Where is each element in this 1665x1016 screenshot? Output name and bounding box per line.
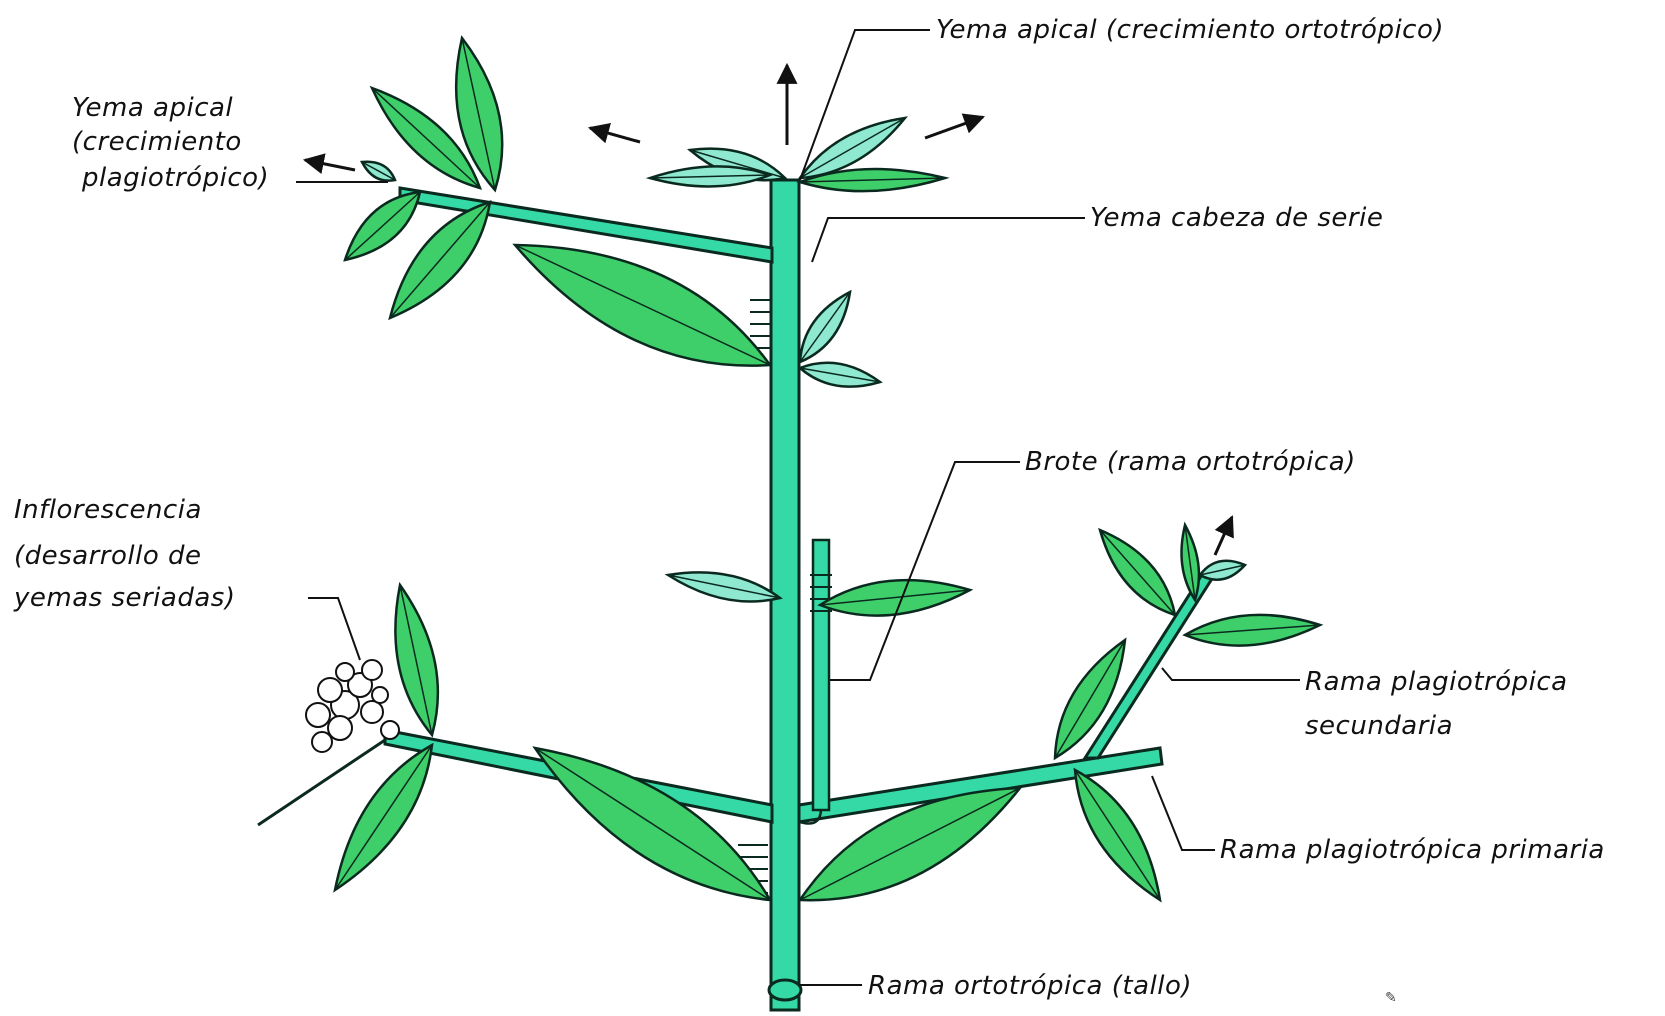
label-secondary-branch-line1: Rama plagiotrópica	[1305, 666, 1568, 698]
leaf-vein	[335, 745, 432, 890]
label-secondary-branch-line2: secundaria	[1305, 710, 1453, 742]
artist-signature: ✎	[1385, 990, 1397, 1006]
leaf-vein	[345, 192, 420, 260]
leaf-vein	[1075, 770, 1160, 900]
label-shoot: Brote (rama ortotrópica)	[1025, 446, 1356, 478]
label-inflorescence-line3: yemas seriadas)	[14, 582, 235, 614]
label-orthotropic-stem: Rama ortotrópica (tallo)	[868, 970, 1192, 1002]
label-inflorescence-line1: Inflorescencia	[14, 494, 202, 526]
label-apical-bud-orthotropic: Yema apical (crecimiento ortotrópico)	[936, 14, 1444, 46]
leaf-vein	[515, 245, 770, 365]
orthotropic-shoot	[800, 540, 829, 824]
leaf-vein	[1055, 640, 1125, 758]
label-series-head-bud: Yema cabeza de serie	[1090, 202, 1383, 234]
leaf-vein	[535, 748, 770, 900]
leaf-vein	[800, 292, 850, 362]
label-apical-bud-plagiotropic-line1: Yema apical	[72, 92, 233, 124]
leaf-vein	[1100, 530, 1175, 615]
label-primary-branch: Rama plagiotrópica primaria	[1220, 834, 1605, 866]
label-apical-bud-plagiotropic-line2: (crecimiento	[72, 126, 242, 158]
label-apical-bud-plagiotropic-line3: plagiotrópico)	[82, 162, 269, 194]
label-inflorescence-line2: (desarrollo de	[14, 540, 202, 572]
inflorescence-icon	[306, 660, 399, 752]
